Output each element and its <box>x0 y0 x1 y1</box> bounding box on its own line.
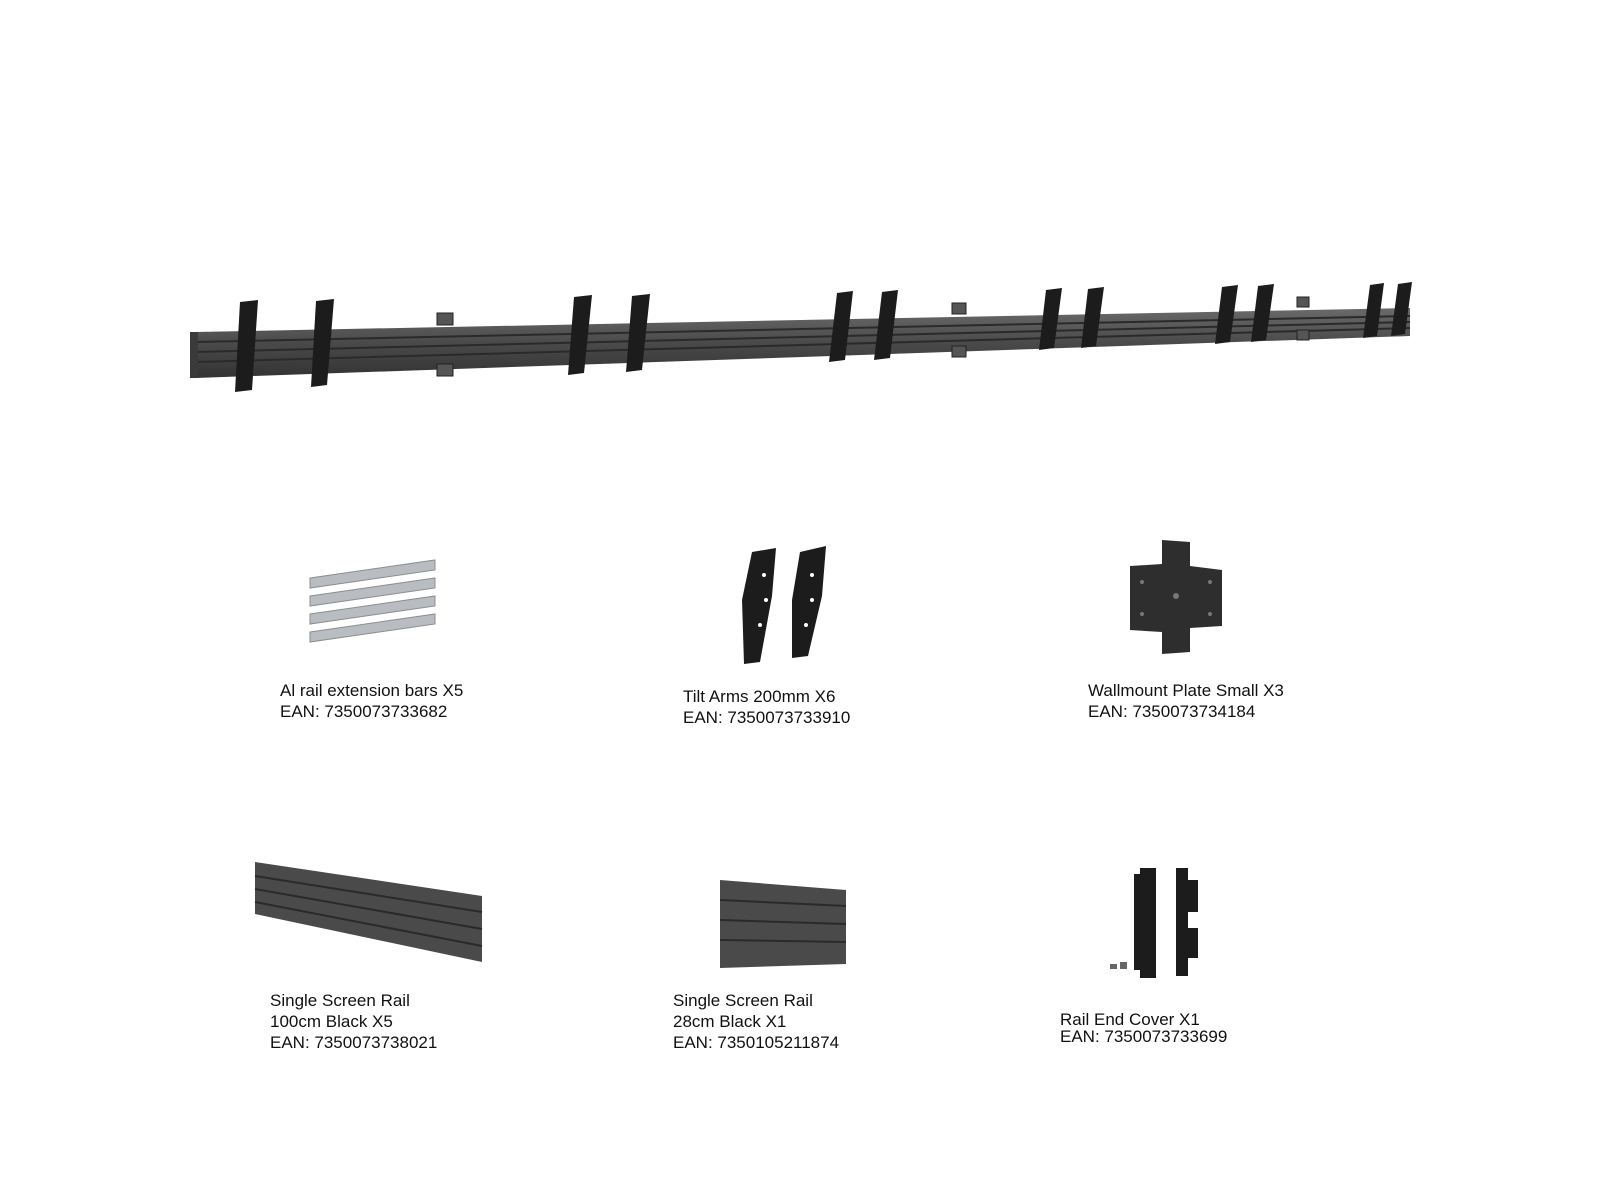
part-ean: EAN: 7350073733682 <box>280 702 448 721</box>
part-name: Al rail extension bars X5 <box>280 681 464 700</box>
part-label-rail-end-cover: Rail End Cover X1 EAN: 7350073733699 <box>1060 1011 1227 1045</box>
part-name-line2: 100cm Black X5 <box>270 1012 393 1031</box>
part-label-wallmount-plate: Wallmount Plate Small X3 EAN: 7350073734… <box>1088 680 1284 722</box>
part-ean: EAN: 7350105211874 <box>673 1033 840 1052</box>
part-ean: EAN: 7350073733910 <box>683 708 851 727</box>
part-label-extension-bars: Al rail extension bars X5 EAN: 735007373… <box>280 680 463 722</box>
part-name: Wallmount Plate Small X3 <box>1088 681 1284 700</box>
assembled-rail <box>195 308 1410 378</box>
part-ean: EAN: 7350073733699 <box>1060 1027 1228 1046</box>
part-ean: EAN: 7350073738021 <box>270 1033 438 1052</box>
part-name: Rail End Cover X1 <box>1060 1010 1200 1029</box>
assembled-rail-illustration <box>190 282 1412 392</box>
part-name-line1: Single Screen Rail <box>673 991 813 1010</box>
part-label-rail-28cm: Single Screen Rail 28cm Black X1 EAN: 73… <box>673 990 839 1053</box>
part-name-line2: 28cm Black X1 <box>673 1012 787 1031</box>
part-label-rail-100cm: Single Screen Rail 100cm Black X5 EAN: 7… <box>270 990 437 1053</box>
part-ean: EAN: 7350073734184 <box>1088 702 1256 721</box>
part-name-line1: Single Screen Rail <box>270 991 410 1010</box>
part-name: Tilt Arms 200mm X6 <box>683 687 836 706</box>
part-label-tilt-arms: Tilt Arms 200mm X6 EAN: 7350073733910 <box>683 686 850 728</box>
